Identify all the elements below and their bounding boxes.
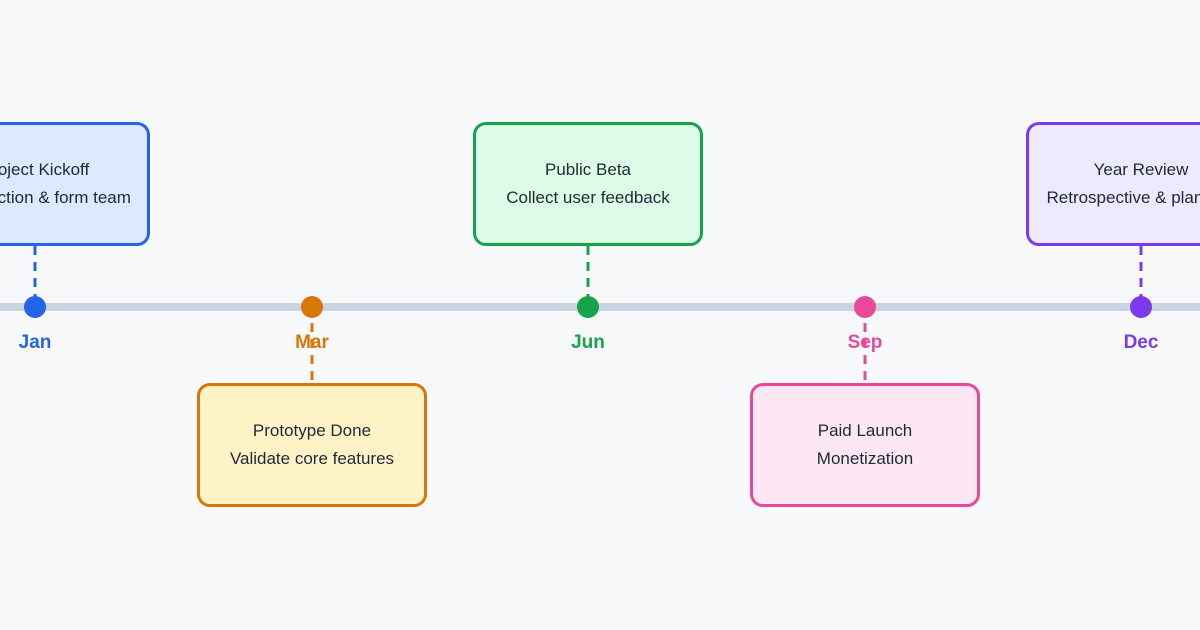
milestone-subtitle: Validate core features <box>229 449 395 468</box>
dots-layer <box>24 296 1152 318</box>
month-label-dec: Dec <box>1123 332 1159 353</box>
milestone-title: Year Review <box>1093 160 1189 179</box>
milestone-title: Public Beta <box>545 160 631 179</box>
milestone-title: Project Kickoff <box>0 160 90 179</box>
month-label-jun: Jun <box>571 332 605 353</box>
dot-mar <box>301 296 323 318</box>
dot-dec <box>1130 296 1152 318</box>
dot-jun <box>577 296 599 318</box>
milestone-card-sep: Paid Launch Monetization <box>750 383 980 507</box>
milestone-title: Paid Launch <box>817 421 913 440</box>
dot-jan <box>24 296 46 318</box>
milestone-subtitle: Set direction & form team <box>0 188 131 207</box>
milestone-subtitle: Monetization <box>816 449 914 468</box>
milestone-subtitle: Collect user feedback <box>506 188 670 207</box>
milestone-card-mar: Prototype Done Validate core features <box>197 383 427 507</box>
month-label-jan: Jan <box>18 332 52 353</box>
milestone-card-dec: Year Review Retrospective & planning <box>1026 122 1200 246</box>
dot-sep <box>854 296 876 318</box>
milestone-title: Prototype Done <box>252 421 372 440</box>
milestone-card-jan: Project Kickoff Set direction & form tea… <box>0 122 150 246</box>
month-label-sep: Sep <box>847 332 883 353</box>
milestone-subtitle: Retrospective & planning <box>1046 188 1200 207</box>
month-label-mar: Mar <box>295 332 329 353</box>
milestone-card-jun: Public Beta Collect user feedback <box>473 122 703 246</box>
